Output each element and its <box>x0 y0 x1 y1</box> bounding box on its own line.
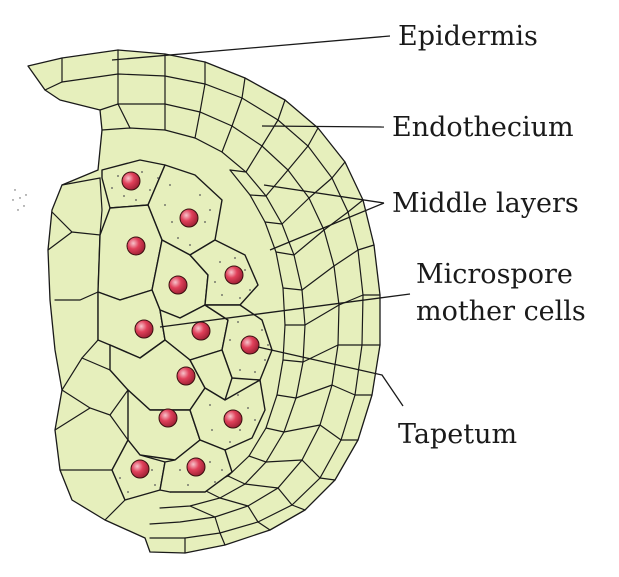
epidermis-leader <box>111 35 391 61</box>
nucleus <box>158 408 178 428</box>
nucleus <box>223 409 243 429</box>
nucleus <box>134 319 154 339</box>
tapetum-leader <box>257 346 404 407</box>
nucleus <box>240 335 260 355</box>
anther-tissue <box>12 49 381 554</box>
microspore-leader <box>159 293 411 328</box>
middle-layers-leader-upper <box>263 184 385 204</box>
middle-layers-leader-lower <box>269 202 385 251</box>
nucleus <box>130 459 150 479</box>
nucleus <box>191 321 211 341</box>
endothecium-leader <box>261 125 385 128</box>
nucleus <box>176 366 196 386</box>
nucleus <box>168 275 188 295</box>
label-epidermis: Epidermis <box>398 21 538 52</box>
endothecium-layer <box>99 73 364 534</box>
nucleus <box>179 208 199 228</box>
sporogenous-tissue <box>97 159 273 501</box>
middle-layers <box>101 103 340 518</box>
label-middle-layers: Middle layers <box>392 188 579 219</box>
labels: Epidermis Endothecium Middle layers Micr… <box>392 21 586 450</box>
label-tapetum: Tapetum <box>398 419 517 450</box>
stipple-dots <box>12 171 269 493</box>
nucleus <box>224 265 244 285</box>
nucleus <box>186 457 206 477</box>
nucleus <box>121 171 141 191</box>
label-microspore-line2: mother cells <box>416 296 586 327</box>
label-microspore-line1: Microspore <box>416 259 573 290</box>
leader-lines <box>111 35 411 407</box>
nucleus <box>126 236 146 256</box>
label-endothecium: Endothecium <box>392 112 574 143</box>
